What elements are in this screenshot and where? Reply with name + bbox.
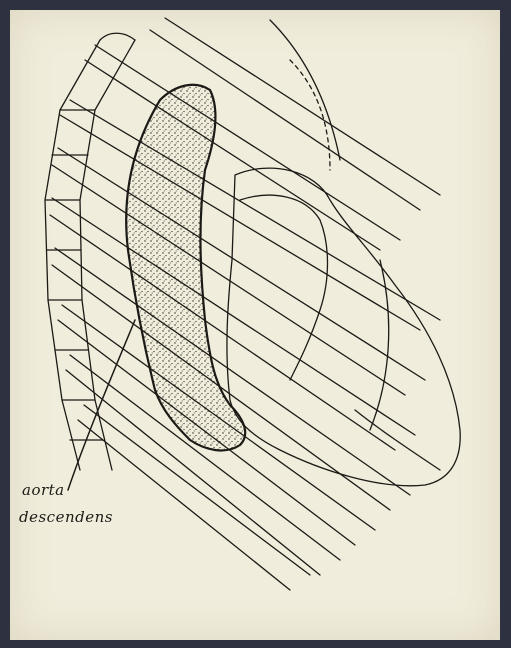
label-aorta: aorta: [22, 481, 65, 499]
heart-inner-contour: [240, 195, 328, 380]
label-descendens: descendens: [19, 508, 113, 526]
vertebral-column: [45, 33, 135, 470]
heart-outline: [227, 168, 460, 486]
aorta-descendens-shading: [126, 85, 245, 451]
rib-outlines: [50, 18, 440, 590]
